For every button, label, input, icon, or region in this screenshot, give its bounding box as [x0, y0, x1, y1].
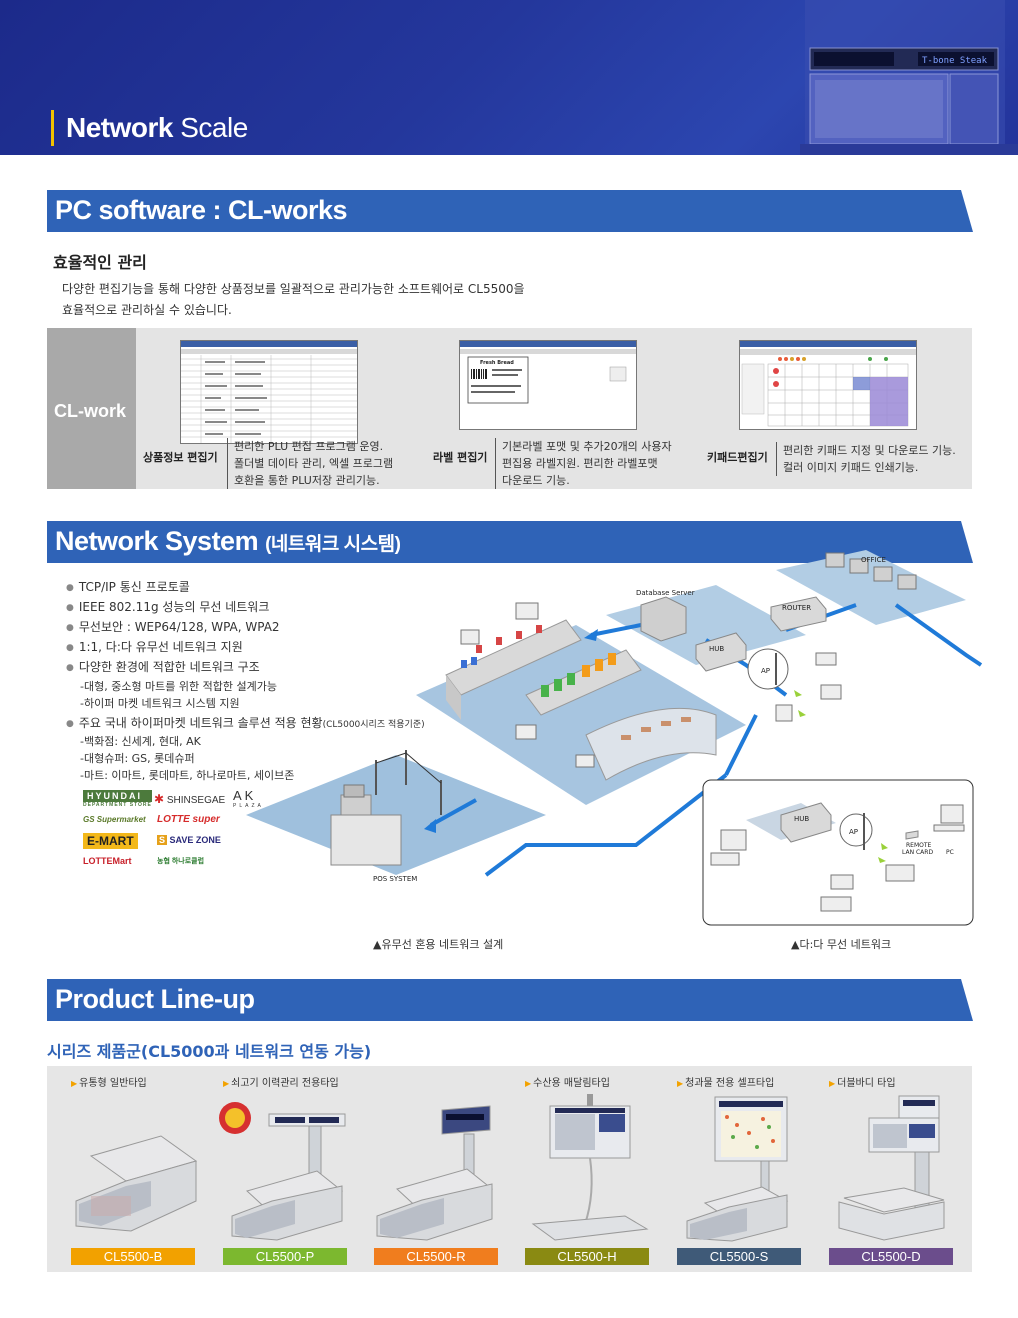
plu-editor-screenshot — [180, 340, 358, 444]
svg-text:LAN CARD: LAN CARD — [902, 849, 933, 856]
model-bar: CL5500-H — [525, 1248, 649, 1265]
network-hub — [695, 632, 747, 672]
section-title-lineup: Product Line-up — [55, 984, 255, 1014]
emart-logo: E-MART — [83, 833, 138, 849]
plu-editor-description: 편리한 PLU 편집 프로그램 운영. 폴더별 데이타 관리, 엑셀 프로그램 … — [227, 438, 393, 489]
cl5500-p-image — [219, 1102, 346, 1241]
feature-item: 1:1, 다:다 유무선 네트워크 지원 — [66, 638, 243, 655]
feature-item: 무선보안 : WEP64/128, WPA, WPA2 — [66, 618, 280, 635]
feature-item: IEEE 802.11g 성능의 무선 네트워크 — [66, 598, 270, 615]
scale-device-image: T-bone Steak — [800, 0, 1018, 155]
plu-table-thumbnail — [181, 349, 357, 443]
feature-item: 다양한 환경에 적합한 네트워크 구조 — [66, 658, 260, 675]
cl5500-r-image — [376, 1105, 494, 1241]
cl5500-b-image — [75, 1135, 198, 1232]
svg-text:OFFICE: OFFICE — [861, 556, 886, 564]
feature-item: 주요 국내 하이퍼마켓 네트워크 솔루션 적용 현황(CL5000시리즈 적용기… — [66, 714, 425, 731]
svg-text:PC: PC — [946, 849, 954, 856]
label-editor-label: 라벨 편집기 — [433, 451, 488, 464]
page-title: Network Scale — [66, 112, 248, 143]
cl5500-d-image — [838, 1095, 945, 1241]
lotte-super-logo: LOTTE super — [157, 814, 220, 825]
database-server — [640, 596, 687, 642]
network-diagram: POS SYSTEM Database Server HUB ROUTER OF… — [246, 550, 983, 926]
section-title-network: Network System (네트워크 시스템) — [55, 526, 401, 556]
product-type-label: 유통형 일반타입 — [71, 1074, 147, 1089]
svg-text:AP: AP — [849, 828, 858, 836]
feature-subitem: -대형슈퍼: GS, 롯데슈퍼 — [80, 752, 195, 765]
keypad-editor-description: 편리한 키패드 지정 및 다운로드 기능. 컬러 이미지 키패드 인쇄기능. — [776, 442, 956, 476]
caption-wireless: ▲다:다 무선 네트워크 — [791, 938, 892, 951]
hanaro-logo: 농협 하나로클럽 — [157, 858, 205, 865]
svg-text:T-bone Steak: T-bone Steak — [922, 56, 988, 66]
section-title-software: PC software : CL-works — [55, 195, 348, 225]
keypad-editor-screenshot — [739, 340, 917, 430]
feature-subitem: -대형, 중소형 마트를 위한 적합한 설계가능 — [80, 680, 277, 693]
clwork-side-label: CL-work — [47, 328, 136, 489]
svg-text:REMOTE: REMOTE — [906, 842, 932, 849]
model-bar: CL5500-B — [71, 1248, 195, 1265]
title-accent-line — [51, 110, 54, 146]
caption-wired-wireless: ▲유무선 혼용 네트워크 설계 — [373, 938, 504, 951]
router — [770, 596, 827, 632]
label-editor-screenshot: Fresh Bread — [459, 340, 637, 430]
feature-subitem: -하이퍼 마켓 네트워크 시스템 지원 — [80, 697, 240, 710]
gs-supermarket-logo: GS Supermarket — [83, 815, 146, 824]
svg-text:ROUTER: ROUTER — [782, 604, 811, 612]
product-lineup-panel: 유통형 일반타입 쇠고기 이력관리 전용타입 수산용 매달림타입 청과물 전용 … — [47, 1066, 972, 1272]
svg-text:POS SYSTEM: POS SYSTEM — [373, 875, 417, 883]
ak-logo: AK PLAZA — [233, 788, 264, 809]
section-bar-network: Network System (네트워크 시스템) — [47, 521, 973, 563]
series-heading: 시리즈 제품군(CL5000과 네트워크 연동 가능) — [47, 1042, 372, 1061]
savezone-logo: S SAVE ZONE — [157, 835, 221, 845]
product-type-label: 수산용 매달림타입 — [525, 1074, 610, 1089]
plu-editor-label: 상품정보 편집기 — [143, 451, 218, 464]
cl5500-h-image — [531, 1094, 649, 1241]
keypad-editor-label: 키패드편집기 — [707, 451, 768, 464]
keypad-grid-thumbnail — [740, 349, 916, 427]
feature-item: TCP/IP 통신 프로토콜 — [66, 578, 190, 595]
svg-text:AP: AP — [761, 667, 770, 675]
label-layout-thumbnail: Fresh Bread — [460, 349, 636, 404]
pos-system — [330, 784, 402, 866]
product-type-label: 쇠고기 이력관리 전용타입 — [223, 1074, 339, 1089]
svg-text:HUB: HUB — [794, 815, 809, 823]
section-bar-software: PC software : CL-works — [47, 190, 973, 232]
label-editor-description: 기본라벨 포맷 및 추가20개의 사용자 편집용 라벨지원. 편리한 라벨포맷 … — [495, 438, 672, 489]
hyundai-logo: HYUNDAI DEPARTMENT STORE — [83, 790, 152, 808]
office-floor — [776, 550, 966, 625]
product-type-label: 청과물 전용 셀프타입 — [677, 1074, 774, 1089]
svg-text:HUB: HUB — [709, 645, 724, 653]
top-banner: Network Scale T-bone Steak — [0, 0, 1018, 155]
model-bar: CL5500-R — [374, 1248, 498, 1265]
svg-text:Database Server: Database Server — [636, 589, 695, 597]
feature-subitem: -백화점: 신세계, 현대, AK — [80, 735, 201, 748]
section-bar-lineup: Product Line-up — [47, 979, 973, 1021]
svg-text:Fresh Bread: Fresh Bread — [480, 360, 514, 366]
model-bar: CL5500-D — [829, 1248, 953, 1265]
office-pcs — [825, 552, 917, 590]
clwork-panel: CL-work — [47, 328, 972, 489]
lottemart-logo: LOTTEMart — [83, 856, 132, 866]
product-type-label: 더블바디 타입 — [829, 1074, 895, 1089]
cl5500-s-image — [686, 1096, 789, 1242]
efficiency-paragraph: 다양한 편집기능을 통해 다양한 상품정보를 일괄적으로 관리가능한 소프트웨어… — [62, 282, 525, 317]
model-bar: CL5500-P — [223, 1248, 347, 1265]
shinsegae-logo: ✱ SHINSEGAE — [154, 792, 226, 806]
efficiency-heading: 효율적인 관리 — [53, 253, 147, 272]
model-bar: CL5500-S — [677, 1248, 801, 1265]
feature-subitem: -마트: 이마트, 롯데마트, 하나로마트, 세이브존 — [80, 769, 295, 782]
